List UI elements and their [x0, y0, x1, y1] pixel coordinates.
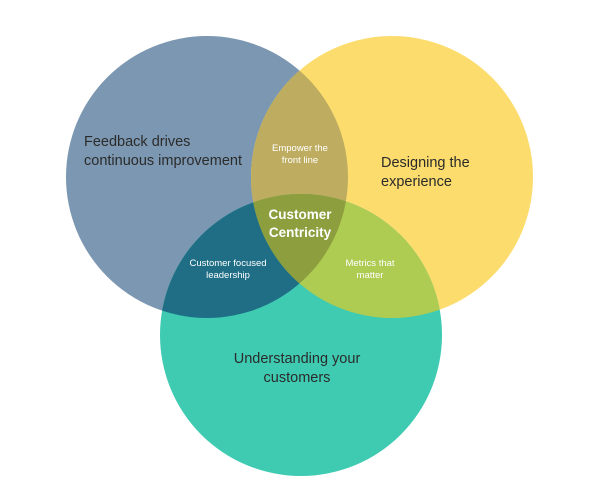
center-label-customer-centricity: Customer Centricity: [268, 207, 332, 241]
intersection-label-metrics: Metrics that matter: [345, 258, 395, 282]
intersection-label-empower: Empower the front line: [272, 143, 328, 167]
set-label-feedback: Feedback drives continuous improvement: [84, 134, 242, 169]
overlap-feedback-understanding: [160, 194, 348, 318]
overlap-designing-understanding: [251, 194, 442, 318]
set-label-designing: Designing the experience: [381, 155, 470, 190]
intersection-label-leadership: Customer focused leadership: [189, 258, 267, 282]
set-label-understanding: Understanding your customers: [233, 351, 361, 386]
